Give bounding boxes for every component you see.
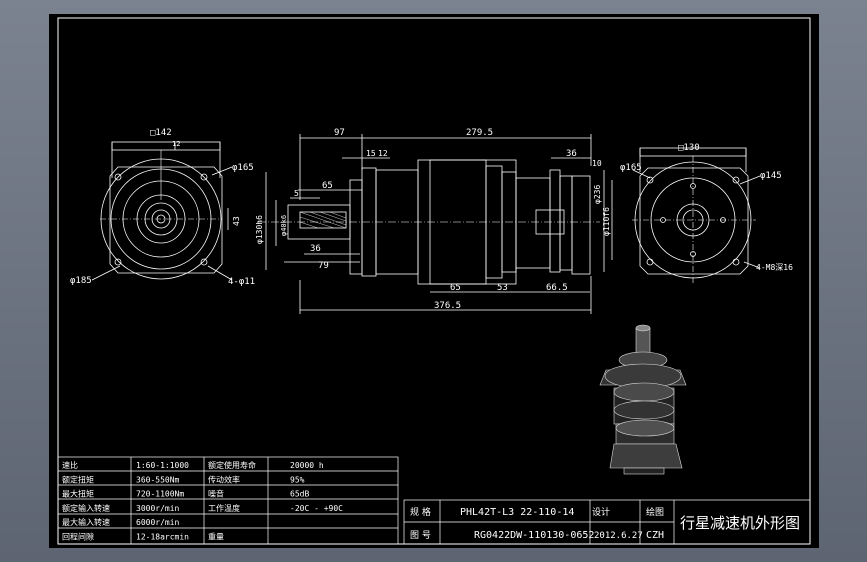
spec-value-2: 20000 h bbox=[290, 461, 324, 470]
spec-key-2: 噪音 bbox=[208, 489, 224, 499]
dim-front-185: φ185 bbox=[70, 276, 92, 286]
dim-len-665: 66.5 bbox=[546, 283, 568, 293]
dim-len-65: 65 bbox=[322, 181, 333, 191]
title-block bbox=[403, 499, 811, 545]
spec-key: 额定扭矩 bbox=[62, 474, 94, 484]
isometric-view bbox=[599, 324, 687, 475]
dim-front-square: □142 bbox=[150, 128, 172, 138]
spec-value: 6000r/min bbox=[136, 518, 180, 527]
dim-dia-130: φ130h6 bbox=[255, 215, 264, 244]
spec-value: PHL42T-L3 22-110-14 bbox=[460, 507, 574, 518]
label-drawn: 绘图 bbox=[646, 506, 664, 518]
dim-front-165: φ165 bbox=[232, 163, 254, 173]
spec-value: 3000r/min bbox=[136, 504, 180, 513]
dim-len-3765: 376.5 bbox=[434, 301, 461, 311]
dim-len-15: 15 bbox=[366, 149, 376, 158]
spec-key: 回程间隙 bbox=[62, 532, 94, 542]
spec-value: 720-1100Nm bbox=[136, 490, 184, 499]
spec-value: 12-18arcmin bbox=[136, 533, 189, 542]
dim-len-2795: 279.5 bbox=[466, 128, 493, 138]
label-drawing-no: 图 号 bbox=[410, 530, 431, 541]
label-spec: 规 格 bbox=[410, 506, 431, 518]
spec-key-2: 传动效率 bbox=[208, 474, 240, 484]
front-view bbox=[91, 141, 233, 281]
spec-table bbox=[57, 456, 399, 545]
dim-len-5: 5 bbox=[294, 189, 299, 198]
drawing-title: 行星减速机外形图 bbox=[680, 514, 800, 532]
dim-dia-236: φ236 bbox=[593, 185, 602, 204]
dim-rear-165: φ165 bbox=[620, 163, 642, 173]
spec-value-2: 95% bbox=[290, 475, 305, 484]
dim-dia-40: φ40k6 bbox=[280, 215, 288, 236]
dim-len-36: 36 bbox=[310, 244, 321, 254]
dim-front-holes: 4-φ11 bbox=[228, 277, 255, 287]
drawn-value: CZH bbox=[646, 530, 664, 541]
drawing-sheet bbox=[49, 14, 819, 548]
spec-key: 额定输入转速 bbox=[62, 503, 110, 513]
dim-front-43: 43 bbox=[232, 216, 241, 226]
spec-key: 速比 bbox=[62, 460, 78, 470]
spec-key: 最大扭矩 bbox=[62, 489, 94, 499]
rear-view bbox=[632, 147, 761, 284]
spec-key-2: 工作温度 bbox=[208, 503, 240, 513]
dim-rear-square: □130 bbox=[678, 143, 700, 153]
dim-dia-110: φ110f6 bbox=[602, 207, 611, 236]
dim-rear-145: φ145 bbox=[760, 171, 782, 181]
dim-rear-holes: 4-M8深16 bbox=[756, 263, 793, 272]
drawing-no-value: RG0422DW-110130-0652 bbox=[474, 530, 594, 541]
label-design: 设计 bbox=[592, 506, 610, 518]
dim-len-79: 79 bbox=[318, 261, 329, 271]
dim-len-36b: 36 bbox=[566, 149, 577, 159]
spec-key-2: 重量 bbox=[208, 532, 224, 542]
spec-value-2: -20C - +90C bbox=[290, 504, 343, 513]
date-value: 2012.6.27 bbox=[594, 531, 643, 541]
dim-front-12: 12 bbox=[172, 140, 180, 148]
dim-len-12: 12 bbox=[378, 149, 388, 158]
spec-key-2: 额定使用寿命 bbox=[208, 460, 256, 470]
dim-len-97: 97 bbox=[334, 128, 345, 138]
spec-value: 360-550Nm bbox=[136, 475, 180, 484]
side-view bbox=[258, 134, 613, 314]
spec-key: 最大输入转速 bbox=[62, 517, 110, 527]
dim-len-65b: 65 bbox=[450, 283, 461, 293]
dim-len-53: 53 bbox=[497, 283, 508, 293]
dim-len-10: 10 bbox=[592, 159, 602, 168]
spec-value: 1:60-1:1000 bbox=[136, 461, 189, 470]
spec-value-2: 65dB bbox=[290, 490, 309, 499]
